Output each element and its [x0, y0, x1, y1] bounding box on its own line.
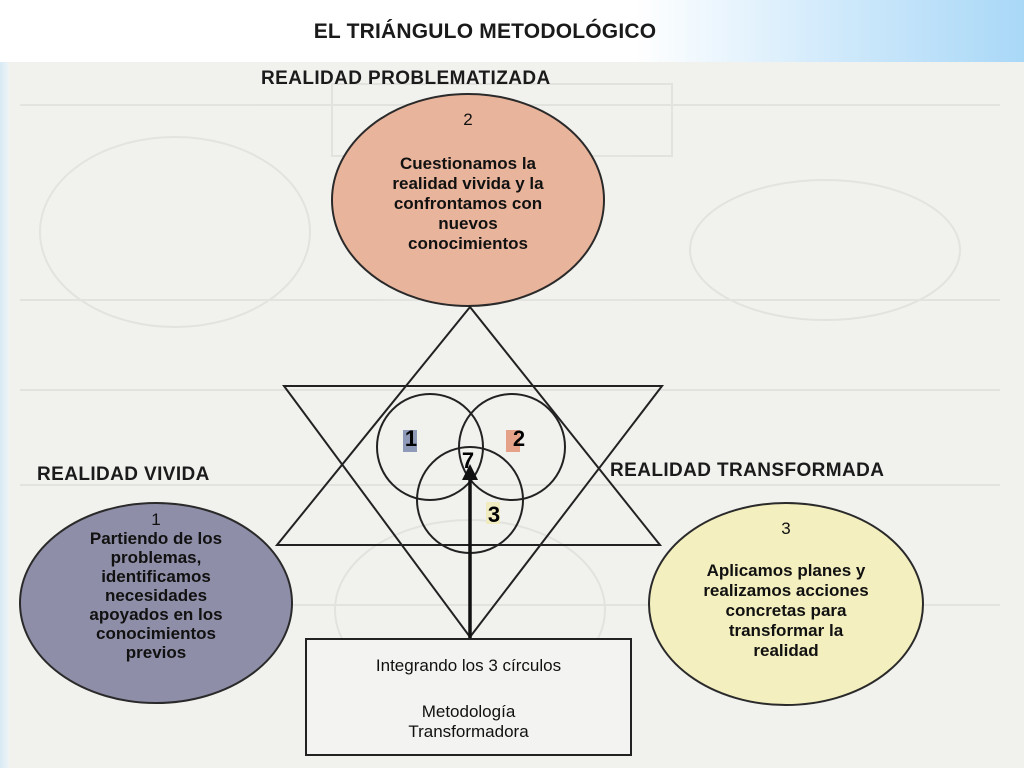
arrow-head [462, 464, 478, 480]
venn-marker-3 [486, 502, 500, 524]
box-line-2: Metodología [421, 702, 516, 721]
circle-line: Partiendo de los [89, 529, 223, 549]
triangle-down [282, 385, 665, 639]
circle-realidad-transformada [648, 502, 924, 706]
circle-line: concretas para [725, 601, 847, 621]
left-edge-strip [0, 62, 9, 768]
venn-circle-left [376, 393, 484, 501]
text-realidad-transformada: 3 Aplicamos planes y realizamos acciones… [660, 519, 912, 661]
circle-line: confrontamos con [393, 194, 543, 214]
heading-realidad-vivida: REALIDAD VIVIDA [37, 464, 210, 485]
box-line-3: Transformadora [408, 722, 529, 742]
circle-line: conocimientos [96, 624, 216, 644]
slide-header [0, 0, 1024, 62]
circle-line: necesidades [104, 586, 208, 606]
integration-box: Integrando los 3 círculos Metodología Tr… [305, 638, 632, 756]
circle-line: apoyados en los [89, 605, 223, 625]
circle-number-2: 2 [463, 110, 473, 129]
circle-realidad-vivida [19, 502, 293, 704]
slide-title: EL TRIÁNGULO METODOLÓGICO [313, 20, 657, 43]
circle-line: realizamos acciones [703, 581, 869, 601]
circle-number-3: 3 [781, 519, 791, 538]
venn-label-2: 2 [512, 426, 526, 451]
circle-line: nuevos [438, 214, 498, 234]
circle-line: problemas, [110, 548, 202, 568]
circle-line: identificamos [101, 567, 211, 587]
circle-line: Aplicamos planes y [706, 561, 866, 581]
text-realidad-problematizada: 2 Cuestionamos la realidad vivida y la c… [345, 110, 591, 254]
text-realidad-vivida: 1 Partiendo de los problemas, identifica… [40, 510, 272, 662]
box-line-integrando: Integrando los 3 círculos [375, 656, 562, 675]
venn-marker-2 [506, 430, 520, 452]
heading-realidad-problematizada: REALIDAD PROBLEMATIZADA [261, 68, 551, 89]
circle-line: previos [125, 643, 187, 663]
circle-line: conocimientos [408, 234, 528, 254]
circle-line: transformar la [728, 621, 844, 641]
circle-realidad-problematizada [331, 93, 605, 307]
circle-line: Cuestionamos la [399, 154, 537, 174]
box-line-metodologia: Metodología Transformadora [307, 702, 630, 743]
venn-circle-right [458, 393, 566, 501]
venn-label-1: 1 [404, 426, 418, 451]
venn-label-center: 7 [461, 448, 475, 473]
circle-number-1: 1 [151, 510, 161, 529]
venn-marker-1 [403, 430, 417, 452]
venn-label-3: 3 [487, 502, 501, 527]
heading-realidad-transformada: REALIDAD TRANSFORMADA [610, 460, 885, 481]
circle-line: realidad vivida y la [392, 174, 544, 194]
circle-line: realidad [753, 641, 819, 661]
